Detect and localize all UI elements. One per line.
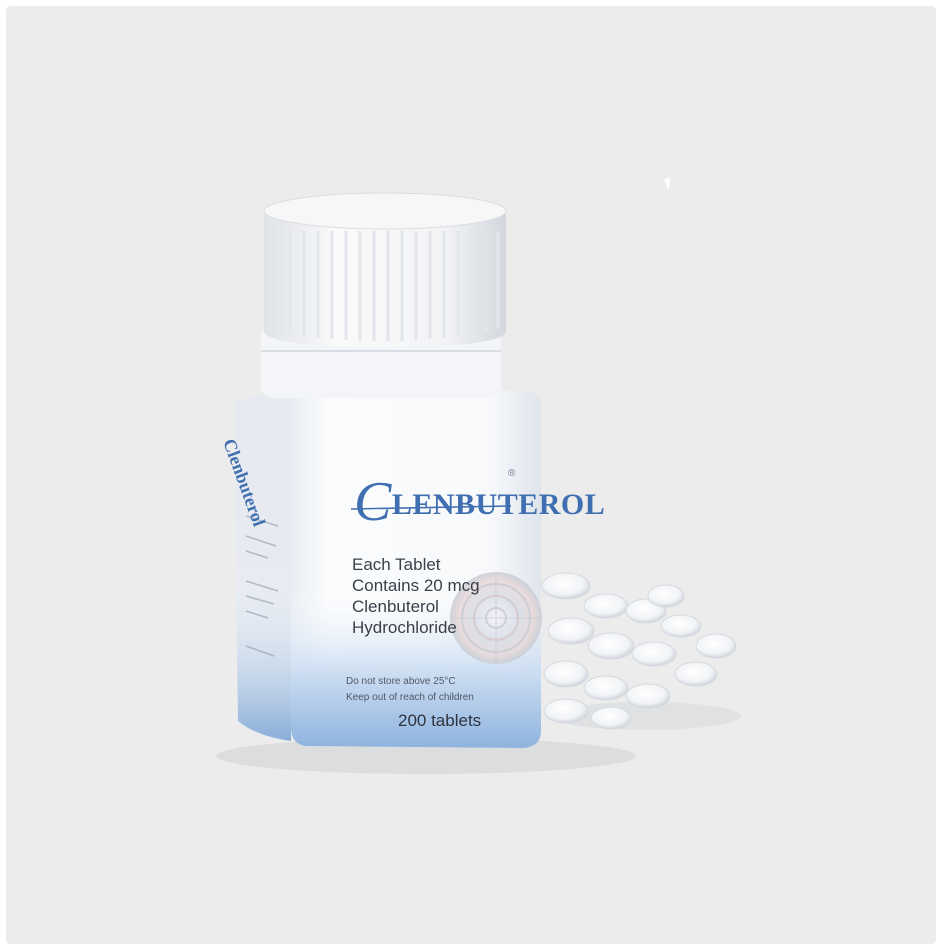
brand-underline — [350, 505, 512, 510]
hologram-sticker — [450, 572, 542, 664]
storage-instructions: Do not store above 25°C Keep out of reac… — [346, 674, 474, 706]
side-label-lines — [245, 515, 279, 657]
product-photo — [216, 192, 741, 774]
tablet-pile — [541, 572, 737, 730]
description-line: Contains 20 mcg — [352, 576, 480, 595]
description-line: Hydrochloride — [352, 618, 457, 637]
tablet-count: 200 tablets — [398, 711, 482, 730]
storage-line: Do not store above 25°C — [346, 676, 456, 687]
storage-line: Keep out of reach of children — [346, 692, 474, 703]
registered-mark: ® — [508, 468, 516, 479]
photo-frame: Clenbuterol CLENBUTEROL ® Each Tablet Co… — [6, 6, 936, 944]
brand-initial: C — [354, 471, 392, 533]
dosage-description: Each Tablet Contains 20 mcg Clenbuterol … — [352, 554, 480, 638]
cap-ridges — [274, 231, 500, 341]
description-line: Clenbuterol — [352, 597, 439, 616]
description-line: Each Tablet — [352, 555, 441, 574]
bottle-shadow — [216, 738, 636, 774]
brand-name: CLENBUTEROL — [354, 464, 606, 533]
brand-rest: LENBUTEROL — [391, 488, 606, 521]
